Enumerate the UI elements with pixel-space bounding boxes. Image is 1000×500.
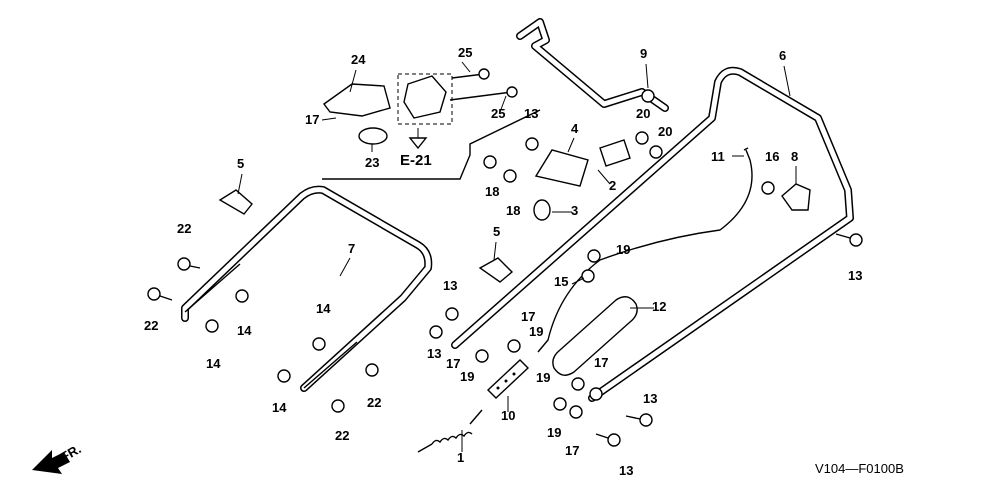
drawing-code: V104—F0100B: [815, 461, 904, 476]
callout-13: 13: [643, 391, 657, 406]
callout-5: 5: [493, 224, 500, 239]
callout-8: 8: [791, 149, 798, 164]
group-boundary: [322, 109, 541, 180]
lower-handle: [181, 185, 433, 392]
callout-1: 1: [457, 450, 464, 465]
callout-24: 24: [351, 52, 366, 67]
callout-18: 18: [506, 203, 520, 218]
callout-13: 13: [443, 278, 457, 293]
handle-grip: [552, 296, 638, 376]
callout-25: 25: [491, 106, 505, 121]
callout-19: 19: [547, 425, 561, 440]
callout-22: 22: [335, 428, 349, 443]
switch-assembly: [323, 68, 518, 150]
front-direction-arrow: FR.: [32, 441, 84, 474]
control-bar: [516, 18, 669, 112]
callout-10: 10: [501, 408, 515, 423]
callout-11: 11: [711, 149, 725, 164]
callout-15: 15: [554, 274, 568, 289]
callout-17: 17: [565, 443, 579, 458]
throttle-cable: [537, 147, 753, 353]
callout-13: 13: [848, 268, 862, 283]
callout-23: 23: [365, 155, 379, 170]
callout-18: 18: [485, 184, 499, 199]
reference-label: E-21: [400, 152, 432, 169]
callout-7: 7: [348, 241, 355, 256]
part-callouts: 1234556789101112131313131313141414141516…: [144, 45, 862, 478]
callout-13: 13: [427, 346, 441, 361]
brackets: [218, 139, 811, 283]
callout-16: 16: [765, 149, 779, 164]
callout-19: 19: [616, 242, 630, 257]
callout-22: 22: [144, 318, 158, 333]
callout-13: 13: [524, 106, 538, 121]
callout-14: 14: [237, 323, 252, 338]
callout-19: 19: [460, 369, 474, 384]
callout-14: 14: [206, 356, 221, 371]
callout-17: 17: [305, 112, 319, 127]
adjuster-plate: [486, 359, 530, 399]
callout-20: 20: [636, 106, 650, 121]
callout-12: 12: [652, 299, 666, 314]
callout-2: 2: [609, 178, 616, 193]
callout-3: 3: [571, 203, 578, 218]
return-spring: [417, 409, 483, 453]
callout-4: 4: [571, 121, 579, 136]
callout-25: 25: [458, 45, 472, 60]
callout-19: 19: [536, 370, 550, 385]
fasteners: [147, 131, 863, 447]
leader-lines: [237, 61, 797, 452]
callout-13: 13: [619, 463, 633, 478]
callout-6: 6: [779, 48, 786, 63]
callout-22: 22: [367, 395, 381, 410]
callout-17: 17: [521, 309, 535, 324]
callout-19: 19: [529, 324, 543, 339]
callout-14: 14: [316, 301, 331, 316]
callout-17: 17: [446, 356, 460, 371]
callout-14: 14: [272, 400, 287, 415]
upper-handle: [451, 66, 854, 402]
callout-9: 9: [640, 46, 647, 61]
callout-22: 22: [177, 221, 191, 236]
callout-20: 20: [658, 124, 672, 139]
callout-17: 17: [594, 355, 608, 370]
callout-5: 5: [237, 156, 244, 171]
